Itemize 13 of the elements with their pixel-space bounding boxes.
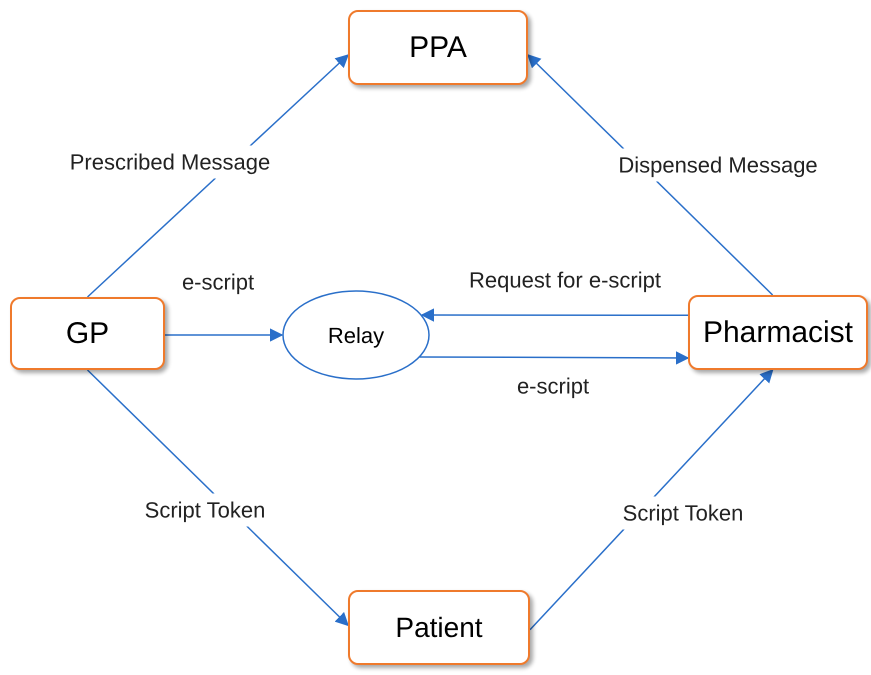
node-label: Pharmacist: [702, 315, 854, 351]
process-box: [348, 590, 530, 665]
arrow: [420, 308, 688, 322]
arrow: [420, 351, 690, 365]
process-box: [10, 297, 165, 370]
process-box: [348, 10, 528, 85]
arrow: [165, 328, 284, 342]
process-box: [688, 295, 868, 370]
node-label: Patient: [395, 610, 483, 644]
node-label: GP: [66, 316, 110, 352]
node-label: Relay: [328, 322, 384, 350]
relay-ellipse: [282, 290, 430, 380]
node-label: PPA: [409, 30, 467, 66]
